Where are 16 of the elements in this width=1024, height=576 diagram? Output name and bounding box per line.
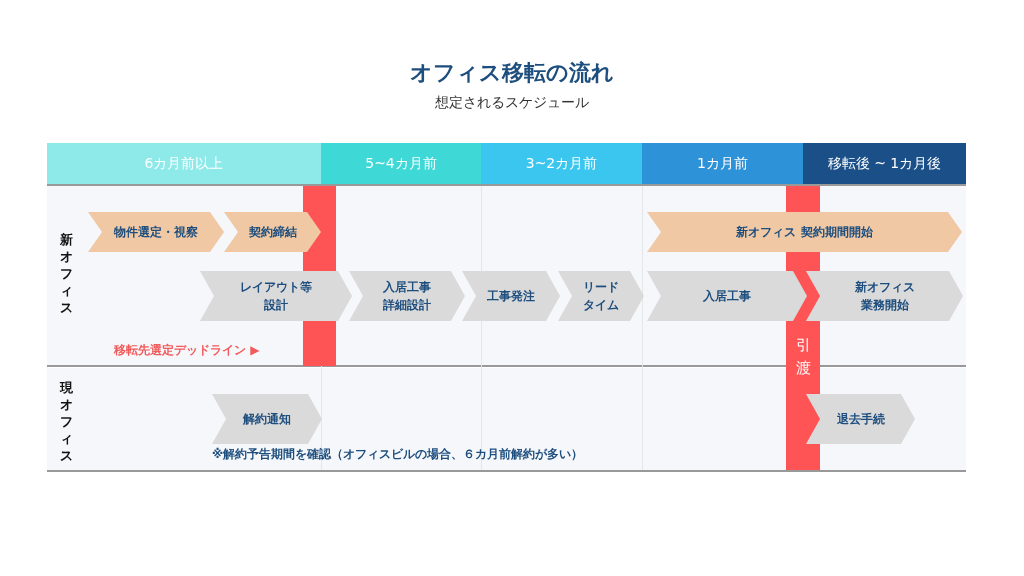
chevron-step: 新オフィス業務開始 [806,271,963,321]
column-header: 3~2カ月前 [481,143,642,184]
subtitle: 想定されるスケジュール [434,94,590,112]
column-header: 5~4カ月前 [321,143,481,184]
column-header: 6カ月前以上 [47,143,321,184]
column-header: 1カ月前 [642,143,803,184]
row-label: 新オフィス [58,232,74,317]
note-text: ※解約予告期間を確認（オフィスビルの場合、６カ月前解約が多い） [212,447,584,462]
chevron-step: 入居工事 [647,271,807,321]
row-label: 現オフィス [58,380,74,465]
column-header: 移転後 ~ 1カ月後 [803,143,966,184]
chevron-step: 新オフィス 契約期間開始 [647,212,962,252]
chevron-step: 物件選定・視察 [88,212,224,252]
chevron-step: レイアウト等設計 [200,271,352,321]
title: オフィス移転の流れ [409,59,615,87]
deadline-label: 移転先選定デッドライン ▶ [114,342,260,359]
